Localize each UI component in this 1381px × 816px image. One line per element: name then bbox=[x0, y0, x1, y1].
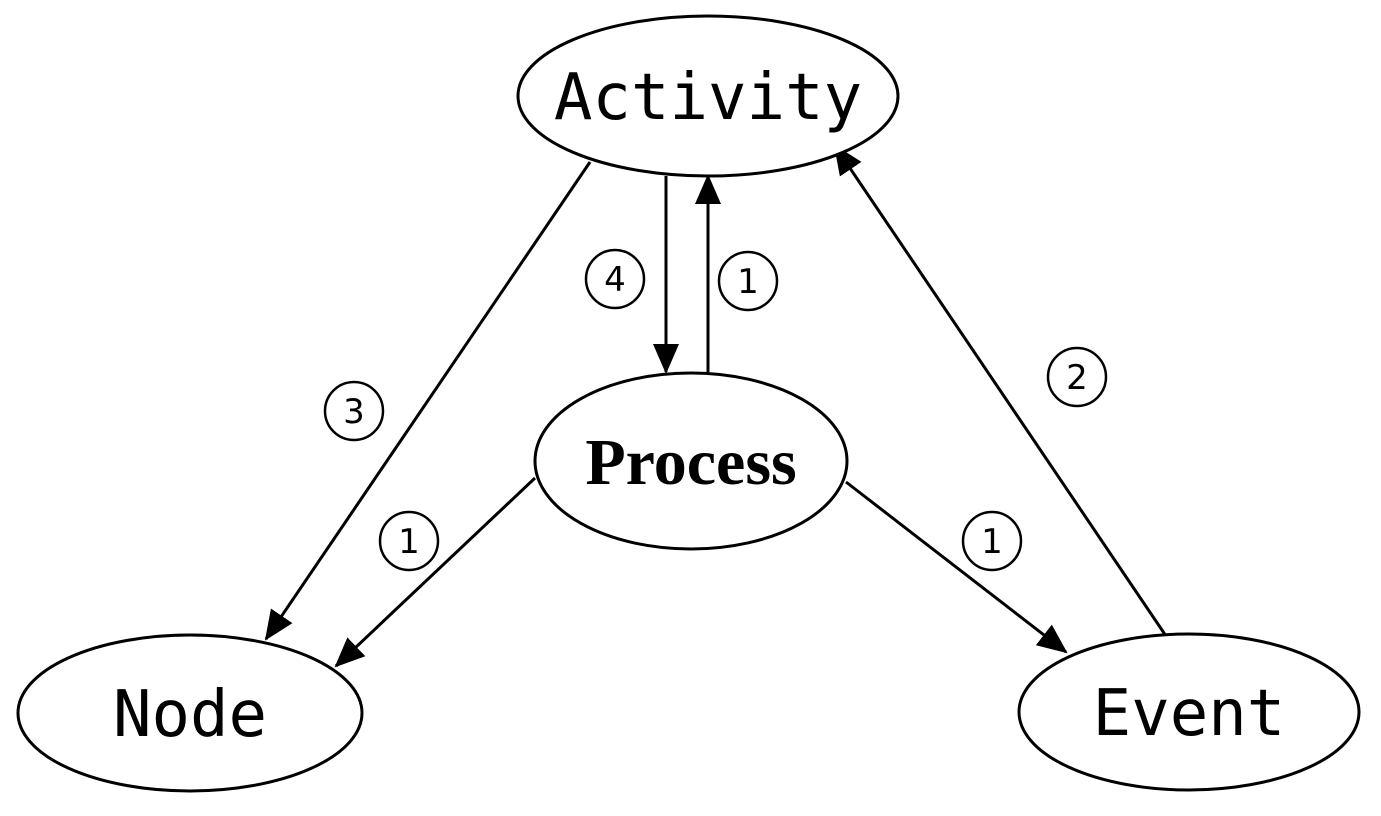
node-process-label: Process bbox=[585, 426, 796, 499]
edge-label-text: 3 bbox=[343, 392, 365, 432]
edge-label-activity-to-node: 3 bbox=[323, 380, 385, 442]
edge-label-event-to-activity: 2 bbox=[1046, 346, 1108, 408]
edge-label-process-to-node: 1 bbox=[378, 510, 440, 572]
edge-label-text: 1 bbox=[737, 262, 759, 302]
edge-label-process-to-event: 1 bbox=[961, 510, 1023, 572]
edge-activity-to-node bbox=[264, 161, 592, 641]
node-event: Event bbox=[1017, 632, 1361, 792]
node-process: Process bbox=[533, 371, 849, 551]
node-node: Node bbox=[16, 633, 364, 793]
edge-process-to-node bbox=[334, 476, 537, 668]
edge-label-text: 1 bbox=[398, 522, 420, 562]
node-node-label: Node bbox=[113, 678, 267, 752]
node-event-label: Event bbox=[1093, 677, 1286, 751]
edge-label-activity-to-process: 4 bbox=[584, 248, 646, 310]
edge-label-text: 1 bbox=[981, 522, 1003, 562]
edge-label-text: 2 bbox=[1066, 358, 1088, 398]
edges bbox=[264, 144, 1168, 668]
node-activity: Activity bbox=[516, 14, 900, 178]
edge-label-process-to-activity: 1 bbox=[717, 250, 779, 312]
edge-event-to-activity bbox=[833, 144, 1168, 637]
node-activity-label: Activity bbox=[554, 61, 862, 135]
edge-label-text: 4 bbox=[604, 260, 626, 300]
edge-labels: 4 1 2 3 1 1 bbox=[323, 248, 1108, 572]
edge-process-to-event bbox=[845, 480, 1068, 654]
